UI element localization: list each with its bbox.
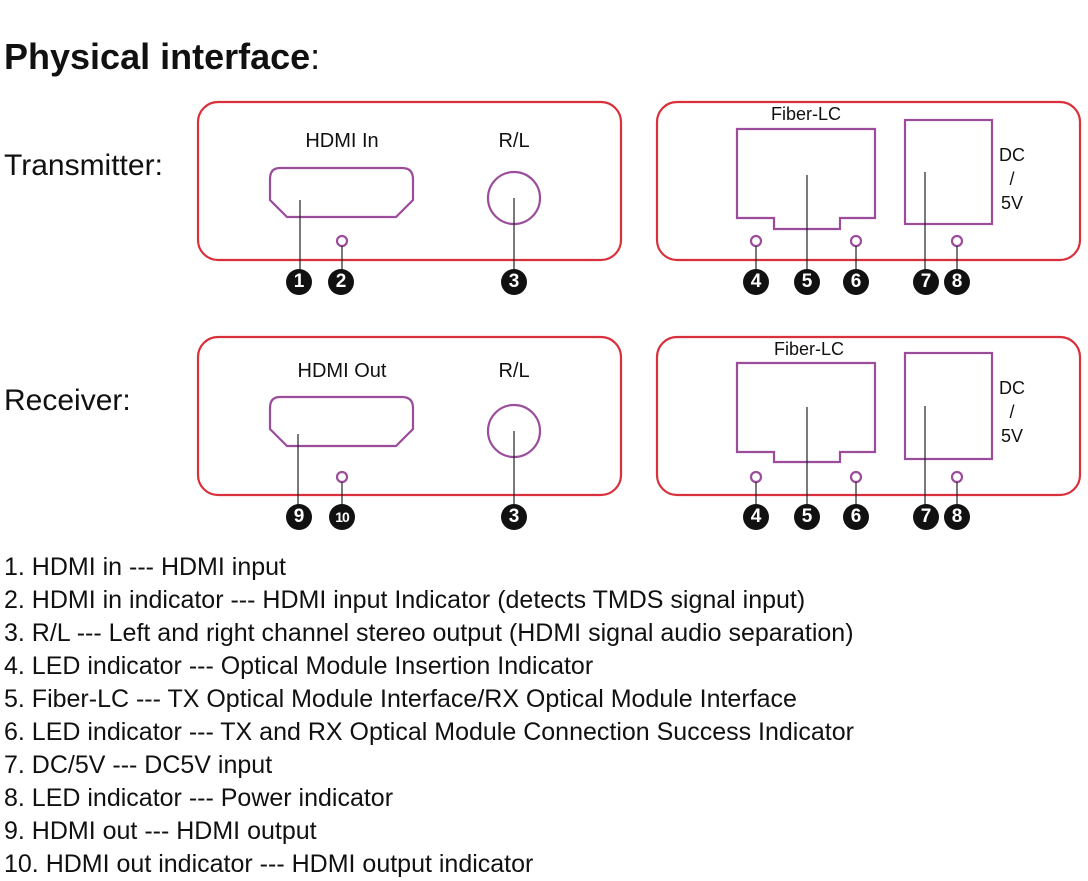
rx-audio-label: R/L	[498, 360, 530, 382]
callout-badge: 5	[794, 504, 820, 530]
legend-item: 6. LED indicator --- TX and RX Optical M…	[4, 718, 854, 746]
legend-list: 1. HDMI in --- HDMI input 2. HDMI in ind…	[4, 551, 854, 881]
rx-hdmi-out-led	[335, 470, 349, 484]
callout-badge: 4	[743, 504, 769, 530]
callout-badge: 9	[286, 504, 312, 530]
rx-dc-label-line: 5V	[1000, 426, 1024, 446]
page-title: Physical interface:	[4, 36, 320, 78]
callout-badge: 7	[913, 269, 939, 295]
rx-dc-label-line: DC	[999, 378, 1025, 398]
legend-item: 2. HDMI in indicator --- HDMI input Indi…	[4, 586, 806, 614]
legend-item: 7. DC/5V --- DC5V input	[4, 751, 273, 779]
legend-item: 8. LED indicator --- Power indicator	[4, 784, 394, 812]
tx-link-led	[849, 234, 863, 248]
tx-dc-label: DC / 5V	[999, 143, 1025, 215]
legend-item: 5. Fiber-LC --- TX Optical Module Interf…	[4, 685, 797, 713]
callout-badge: 6	[843, 504, 869, 530]
rx-power-led	[950, 470, 964, 484]
callout-badge: 10	[329, 504, 355, 530]
tx-audio-label: R/L	[498, 130, 530, 152]
rx-front-panel	[196, 335, 623, 497]
tx-power-led	[950, 234, 964, 248]
rx-dc-port	[903, 351, 994, 461]
legend-item: 1. HDMI in --- HDMI input	[4, 553, 286, 581]
rx-fiber-lc-label: Fiber-LC	[773, 339, 845, 359]
rx-hdmi-out-port	[268, 395, 415, 448]
tx-hdmi-in-port	[268, 166, 415, 219]
legend-item: 10. HDMI out indicator --- HDMI output i…	[4, 850, 534, 878]
heading-text: Physical interface	[4, 36, 311, 77]
rx-module-insert-led	[749, 470, 763, 484]
receiver-label: Receiver:	[4, 384, 131, 417]
callout-badge: 3	[501, 504, 527, 530]
transmitter-label: Transmitter:	[4, 149, 163, 182]
tx-hdmi-in-label: HDMI In	[305, 130, 379, 152]
tx-dc-label-line: /	[1009, 169, 1015, 189]
callout-badge: 8	[944, 269, 970, 295]
rx-hdmi-out-label: HDMI Out	[297, 360, 387, 382]
tx-dc-label-line: DC	[999, 145, 1025, 165]
callout-badge: 6	[843, 269, 869, 295]
callout-badge: 3	[501, 269, 527, 295]
rx-dc-label-line: /	[1009, 402, 1015, 422]
callout-badge: 4	[743, 269, 769, 295]
legend-item: 9. HDMI out --- HDMI output	[4, 817, 317, 845]
tx-hdmi-in-led	[335, 234, 349, 248]
legend-item: 3. R/L --- Left and right channel stereo…	[4, 619, 854, 647]
heading-colon: :	[310, 36, 321, 77]
callout-badge: 1	[286, 269, 312, 295]
tx-fiber-lc-port	[735, 127, 877, 231]
leader-lines	[297, 172, 958, 505]
tx-dc-port	[903, 118, 994, 226]
rx-link-led	[849, 470, 863, 484]
callout-badge: 7	[913, 504, 939, 530]
tx-front-panel	[196, 100, 623, 262]
tx-dc-label-line: 5V	[1000, 193, 1024, 213]
tx-module-insert-led	[749, 234, 763, 248]
rx-rear-panel	[655, 335, 1082, 497]
rx-dc-label: DC / 5V	[999, 376, 1025, 448]
rx-fiber-lc-port	[735, 361, 877, 464]
legend-item: 4. LED indicator --- Optical Module Inse…	[4, 652, 594, 680]
callout-badge: 2	[328, 269, 354, 295]
tx-fiber-lc-label: Fiber-LC	[770, 104, 842, 124]
callout-badge: 8	[944, 504, 970, 530]
tx-rear-panel	[655, 100, 1082, 262]
callout-badge: 5	[794, 269, 820, 295]
